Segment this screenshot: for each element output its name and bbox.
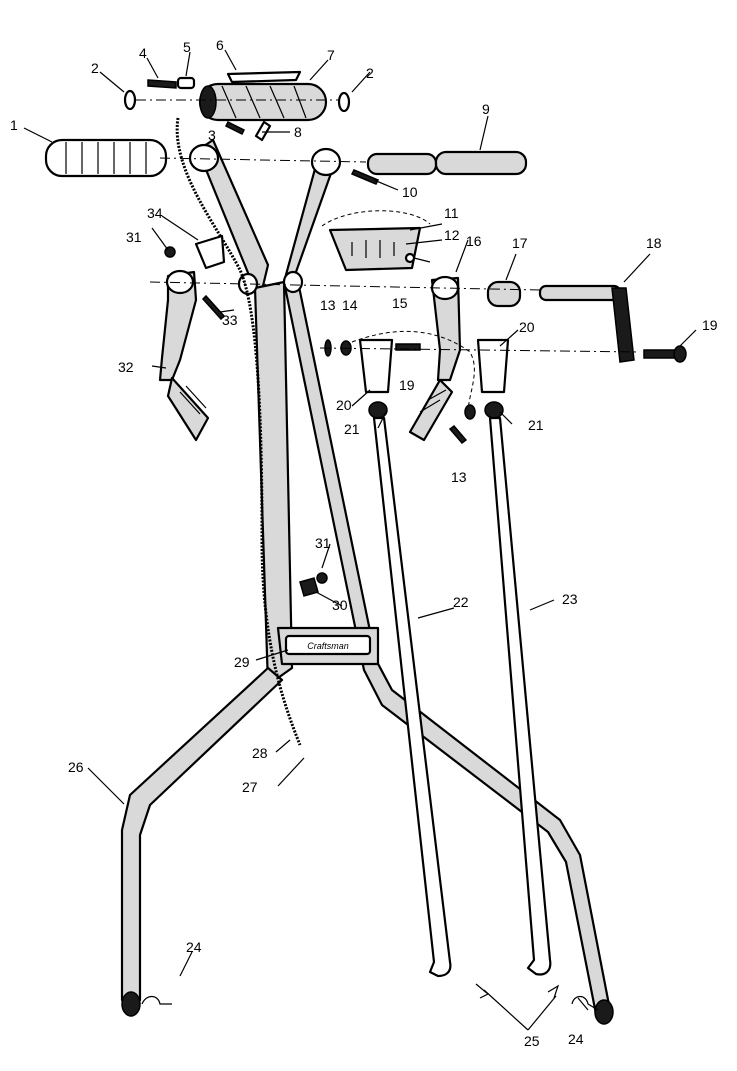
callout-21-left: 21 <box>344 421 360 437</box>
shift-cable <box>175 117 302 746</box>
part-3-screw <box>224 120 246 136</box>
callout-9: 9 <box>482 101 490 117</box>
callout-14: 14 <box>342 297 358 313</box>
callout-1: 1 <box>10 117 18 133</box>
callout-15: 15 <box>392 295 408 311</box>
handle-left-upper-arm <box>196 138 270 292</box>
callout-23: 23 <box>562 591 578 607</box>
callout-29: 29 <box>234 654 250 670</box>
part-16-shift-lever-right <box>408 275 462 442</box>
part-19-bolt-center <box>395 343 421 351</box>
callout-25: 25 <box>524 1033 540 1049</box>
part-13-pin-lower <box>448 424 468 445</box>
callout-5: 5 <box>183 39 191 55</box>
part-33-pin <box>201 294 226 321</box>
part-13-clip-lower <box>464 404 476 420</box>
centerline-grips <box>159 157 367 163</box>
callout-18: 18 <box>646 235 662 251</box>
part-24-clip-right <box>571 995 599 1011</box>
part-32-shift-lever-left <box>158 269 210 442</box>
callout-2-left: 2 <box>91 60 99 76</box>
left-foot-bushing <box>121 991 141 1017</box>
part-18-crank <box>538 284 635 363</box>
callout-10: 10 <box>402 184 418 200</box>
callout-26: 26 <box>68 759 84 775</box>
callout-7: 7 <box>327 47 335 63</box>
handle-main-bar <box>253 280 294 687</box>
handle-left-leg <box>120 666 284 1002</box>
callout-32: 32 <box>118 359 134 375</box>
callout-13-upper: 13 <box>320 297 336 313</box>
callout-20-right: 20 <box>519 319 535 335</box>
callout-17: 17 <box>512 235 528 251</box>
callout-8: 8 <box>294 124 302 140</box>
callout-34: 34 <box>147 205 163 221</box>
mid-bushing-right <box>282 270 304 294</box>
centerline-mid <box>149 281 541 291</box>
dashed-plate-outline <box>321 210 431 227</box>
part-2-ring-left <box>123 89 137 111</box>
part-10-pin <box>350 169 380 185</box>
callout-13-lower: 13 <box>451 469 467 485</box>
nameplate-text: Craftsman <box>307 641 349 651</box>
part-11-shift-plate <box>328 226 422 272</box>
callout-20-left: 20 <box>336 397 352 413</box>
callout-3: 3 <box>208 127 216 143</box>
callout-24-right: 24 <box>568 1031 584 1047</box>
right-foot-bushing <box>594 999 614 1025</box>
part-34-bracket <box>194 234 226 270</box>
dashed-link-clevis <box>351 330 475 411</box>
part-7-twist-grip <box>198 82 328 122</box>
part-19-bolt-right-head <box>673 345 687 363</box>
part-24-clip-left <box>141 995 172 1005</box>
callout-22: 22 <box>453 594 469 610</box>
callout-6: 6 <box>216 37 224 53</box>
part-20-clevis-right <box>476 338 510 419</box>
part-17-bushing <box>486 280 522 308</box>
part-6-cap <box>226 70 302 84</box>
callout-30: 30 <box>332 597 348 613</box>
centerline-lower <box>319 347 641 353</box>
part-8-pin <box>254 120 272 142</box>
part-5-pin <box>176 76 196 90</box>
part-20-clevis-left <box>358 338 394 419</box>
part-2-ring-right <box>337 91 351 113</box>
part-25-cotter-left <box>475 983 490 999</box>
callout-31-upper: 31 <box>126 229 142 245</box>
part-4-bolt <box>147 79 177 89</box>
callout-4: 4 <box>139 45 147 61</box>
callout-16: 16 <box>466 233 482 249</box>
callout-leaders <box>23 49 697 1031</box>
callout-33: 33 <box>222 312 238 328</box>
part-29-nameplate: Craftsman <box>276 626 380 666</box>
part-23-control-rod <box>488 416 552 976</box>
part-25-cotter-right <box>547 984 560 999</box>
callout-19-right: 19 <box>702 317 718 333</box>
callout-31-lower: 31 <box>315 535 331 551</box>
callout-24-left: 24 <box>186 939 202 955</box>
callout-19-center: 19 <box>399 377 415 393</box>
callout-27: 27 <box>242 779 258 795</box>
callout-28: 28 <box>252 745 268 761</box>
part-9-tube <box>366 150 528 176</box>
right-top-bushing <box>310 147 342 177</box>
callout-21-right: 21 <box>528 417 544 433</box>
callout-labels: 1 2 2 3 4 5 6 7 8 9 10 11 12 13 13 14 15… <box>10 37 718 1049</box>
callout-11: 11 <box>444 205 459 221</box>
part-30-bracket <box>299 577 319 597</box>
part-31-screw-lower <box>316 572 328 584</box>
callout-12: 12 <box>444 227 460 243</box>
part-22-control-rod <box>372 416 452 978</box>
callout-2-right: 2 <box>366 65 374 81</box>
handle-right-upper-arm <box>282 156 337 284</box>
part-1-hand-grip <box>44 138 168 178</box>
part-19-bolt-right <box>643 349 677 359</box>
part-15-ball <box>404 252 416 264</box>
left-top-bushing <box>188 143 220 173</box>
